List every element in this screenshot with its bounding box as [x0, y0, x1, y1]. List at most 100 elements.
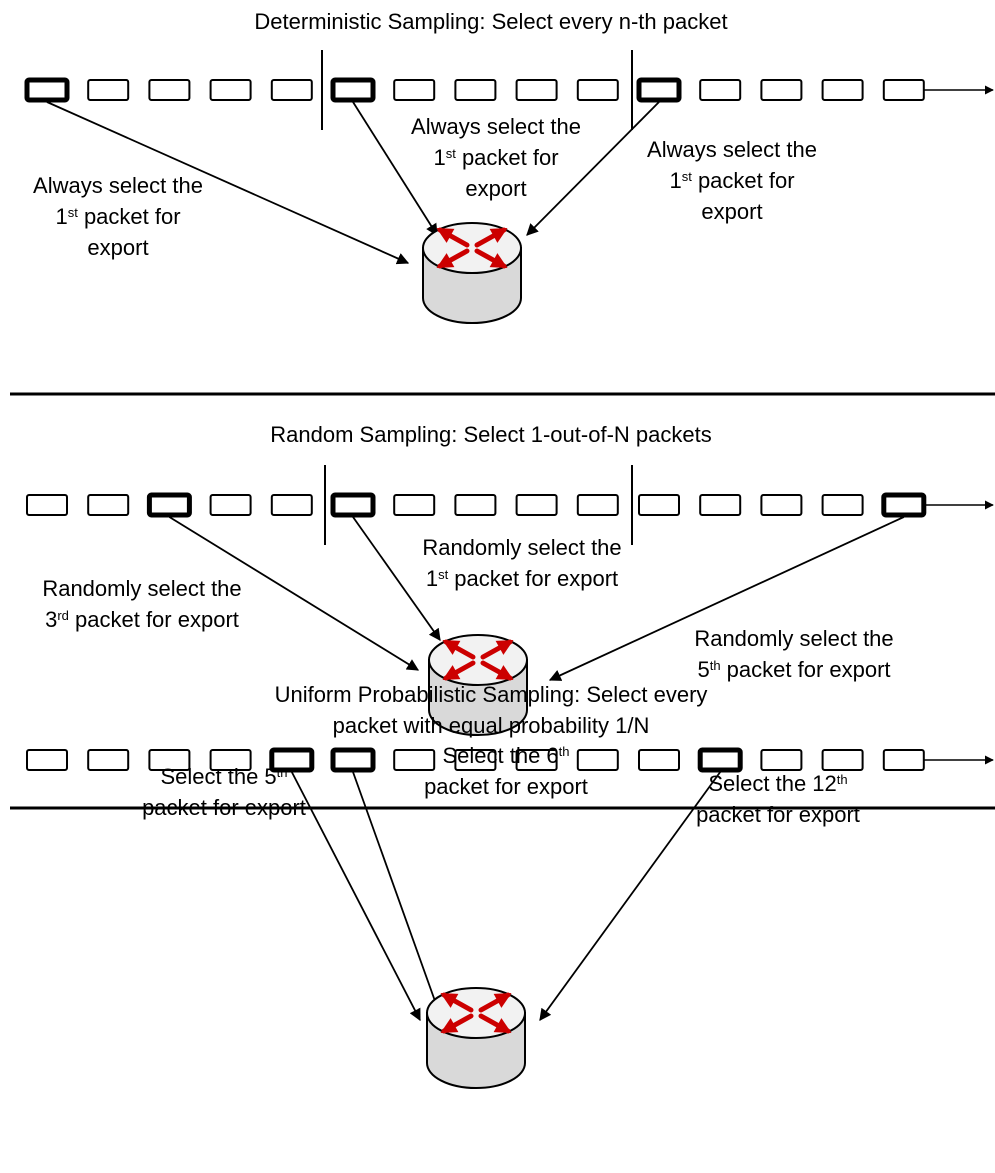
annotation-label: Always select the 1st packet for export	[647, 137, 817, 224]
annotation-text: packet for export	[721, 657, 891, 682]
export-arrow	[352, 516, 441, 641]
selected-packet	[24, 77, 70, 103]
export-arrow	[548, 516, 905, 681]
packet	[638, 494, 680, 516]
annotation-text: packet for export	[424, 774, 588, 799]
selected-packet	[146, 492, 192, 518]
router-icon	[426, 987, 526, 1089]
packet	[882, 749, 925, 771]
packet	[454, 749, 497, 771]
annotation-text: 1	[426, 566, 438, 591]
sampling-section-1: Deterministic Sampling: Select every n-t…	[24, 9, 994, 265]
packet	[393, 494, 436, 516]
annotation-text: packet for export	[448, 566, 618, 591]
ordinal-suffix: th	[710, 658, 721, 673]
packet	[148, 749, 191, 771]
sampling-section-2: Random Sampling: Select 1-out-of-N packe…	[26, 422, 994, 682]
annotation-label: Randomly select the 1st packet for export	[422, 535, 621, 591]
annotation-label: Select the 6th packet for export	[424, 743, 588, 799]
annotation-text: packet for	[78, 204, 181, 229]
annotation-text: packet for export	[69, 607, 239, 632]
section-title: Deterministic Sampling: Select every n-t…	[254, 9, 727, 34]
ordinal-suffix: st	[438, 567, 449, 582]
export-arrow	[168, 516, 420, 671]
packet	[26, 749, 68, 771]
ordinal-suffix: th	[559, 744, 570, 759]
annotation-text: export	[701, 199, 762, 224]
packet	[270, 79, 313, 101]
packet	[26, 494, 68, 516]
annotation-text: packet for export	[142, 795, 306, 820]
packet	[209, 749, 252, 771]
router-icon	[428, 634, 528, 736]
annotation-text: Randomly select the	[694, 626, 893, 651]
section-title: packet with equal probability 1/N	[333, 713, 650, 738]
ordinal-suffix: th	[277, 765, 288, 780]
packet	[638, 749, 680, 771]
router-arrows-icon	[442, 639, 514, 681]
packet	[515, 79, 558, 101]
ordinal-suffix: st	[682, 169, 693, 184]
selected-packet	[697, 747, 743, 773]
packet	[87, 749, 130, 771]
packet	[760, 79, 803, 101]
router-arrows-icon	[436, 227, 508, 269]
annotation-text: export	[87, 235, 148, 260]
packet	[87, 79, 130, 101]
packet	[760, 494, 803, 516]
annotation-text: Select the 5	[160, 764, 276, 789]
export-arrow	[539, 771, 721, 1021]
annotation-text: 1	[55, 204, 67, 229]
export-arrow	[352, 771, 443, 1017]
export-arrow	[46, 101, 410, 265]
annotation-text: Randomly select the	[42, 576, 241, 601]
export-arrow	[526, 101, 660, 236]
packet	[821, 494, 864, 516]
packet	[515, 494, 558, 516]
packet	[760, 749, 803, 771]
annotation-text: packet for export	[696, 802, 860, 827]
selected-packet	[330, 492, 376, 518]
export-arrow	[291, 771, 421, 1022]
annotation-text: Always select the	[411, 114, 581, 139]
packet	[87, 494, 130, 516]
router-icon	[422, 222, 522, 324]
packet	[576, 494, 619, 516]
annotation-text: 1	[669, 168, 681, 193]
packet	[821, 79, 864, 101]
ordinal-suffix: st	[68, 205, 79, 220]
annotation-label: Randomly select the 5th packet for export	[694, 626, 893, 682]
annotation-text: packet for	[692, 168, 795, 193]
packet	[882, 79, 925, 101]
packet	[576, 749, 619, 771]
packet	[454, 79, 497, 101]
annotation-text: 5	[697, 657, 709, 682]
packet	[148, 79, 191, 101]
packet	[821, 749, 864, 771]
annotation-label: Select the 5th packet for export	[142, 764, 306, 820]
selected-packet	[330, 747, 376, 773]
packet	[270, 494, 313, 516]
export-arrow	[352, 101, 438, 237]
selected-packet	[636, 77, 682, 103]
selected-packet	[881, 492, 927, 518]
annotation-text: Always select the	[33, 173, 203, 198]
annotation-text: packet for	[456, 145, 559, 170]
packet	[699, 494, 742, 516]
packet	[209, 494, 252, 516]
packet	[454, 494, 497, 516]
annotation-text: Select the 6	[442, 743, 558, 768]
ordinal-suffix: st	[446, 146, 457, 161]
annotation-text: Select the 12	[708, 771, 836, 796]
annotation-text: Randomly select the	[422, 535, 621, 560]
annotation-text: Always select the	[647, 137, 817, 162]
annotation-text: export	[465, 176, 526, 201]
packet	[393, 79, 436, 101]
selected-packet	[269, 747, 315, 773]
selected-packet	[330, 77, 376, 103]
section-title: Random Sampling: Select 1-out-of-N packe…	[270, 422, 711, 447]
annotation-text: 1	[433, 145, 445, 170]
